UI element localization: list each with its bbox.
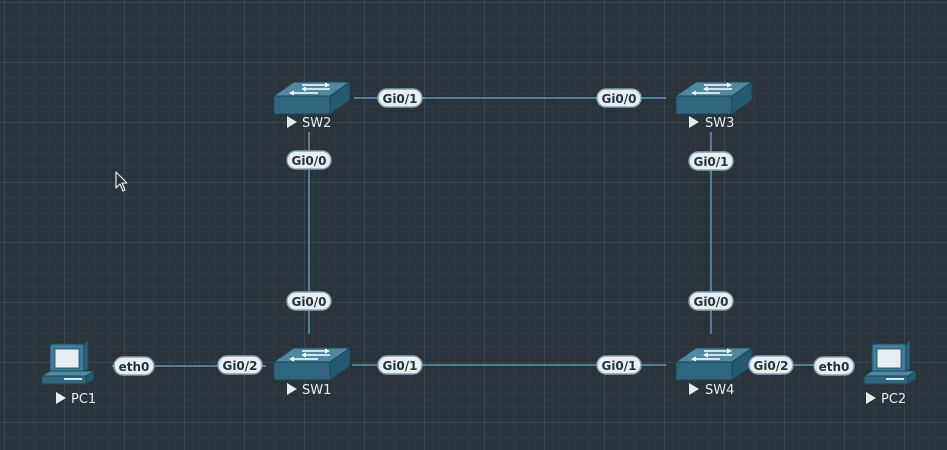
- play-icon: [689, 116, 699, 128]
- device-sw3[interactable]: [675, 81, 753, 115]
- device-label-pc2[interactable]: PC2: [866, 392, 906, 407]
- port-label-sw3-gi0-0[interactable]: Gi0/0: [596, 88, 642, 108]
- port-label-sw1-gi0-2[interactable]: Gi0/2: [217, 355, 263, 375]
- port-label-text: Gi0/0: [693, 295, 728, 309]
- device-label-sw3[interactable]: SW3: [689, 116, 734, 131]
- pc-icon: [863, 340, 917, 385]
- device-name: SW3: [705, 116, 734, 131]
- port-label-text: eth0: [819, 360, 850, 374]
- play-icon: [56, 392, 66, 404]
- port-label-sw1-gi0-0[interactable]: Gi0/0: [286, 291, 332, 311]
- mouse-pointer-icon: [115, 171, 128, 192]
- port-label-text: Gi0/0: [601, 92, 636, 106]
- port-label-text: Gi0/0: [291, 295, 326, 309]
- port-label-sw2-gi0-1[interactable]: Gi0/1: [377, 88, 423, 108]
- device-label-sw2[interactable]: SW2: [287, 116, 331, 131]
- play-icon: [287, 383, 297, 395]
- device-label-sw1[interactable]: SW1: [287, 383, 331, 398]
- port-label-sw1-gi0-1[interactable]: Gi0/1: [377, 355, 423, 375]
- port-label-text: eth0: [119, 360, 150, 374]
- switch-icon: [273, 347, 351, 381]
- device-name: PC1: [71, 392, 96, 407]
- port-label-pc1-eth0[interactable]: eth0: [113, 356, 155, 376]
- switch-icon: [273, 81, 351, 115]
- device-label-sw4[interactable]: SW4: [689, 383, 734, 398]
- port-label-text: Gi0/1: [601, 359, 636, 373]
- port-label-text: Gi0/0: [291, 154, 326, 168]
- port-label-sw3-gi0-1[interactable]: Gi0/1: [688, 151, 734, 171]
- play-icon: [689, 383, 699, 395]
- device-sw2[interactable]: [273, 81, 351, 115]
- switch-icon: [675, 347, 753, 381]
- device-pc1[interactable]: [41, 340, 95, 385]
- device-name: PC2: [881, 392, 906, 407]
- device-pc2[interactable]: [863, 340, 917, 385]
- device-name: SW1: [302, 383, 331, 398]
- port-label-sw4-gi0-2[interactable]: Gi0/2: [748, 355, 794, 375]
- device-name: SW4: [705, 383, 734, 398]
- device-sw4[interactable]: [675, 347, 753, 381]
- links-layer: [112, 97, 850, 367]
- port-label-pc2-eth0[interactable]: eth0: [813, 356, 855, 376]
- device-label-pc1[interactable]: PC1: [56, 392, 96, 407]
- play-icon: [287, 116, 297, 128]
- port-label-sw4-gi0-0[interactable]: Gi0/0: [688, 291, 734, 311]
- pc-icon: [41, 340, 95, 385]
- device-name: SW2: [302, 116, 331, 131]
- device-sw1[interactable]: [273, 347, 351, 381]
- port-label-text: Gi0/2: [222, 359, 257, 373]
- port-label-text: Gi0/1: [382, 359, 417, 373]
- port-label-sw2-gi0-0[interactable]: Gi0/0: [286, 150, 332, 170]
- play-icon: [866, 392, 876, 404]
- port-label-sw4-gi0-1[interactable]: Gi0/1: [596, 355, 642, 375]
- port-label-text: Gi0/1: [693, 155, 728, 169]
- switch-icon: [675, 81, 753, 115]
- port-label-text: Gi0/1: [382, 92, 417, 106]
- port-label-text: Gi0/2: [753, 359, 788, 373]
